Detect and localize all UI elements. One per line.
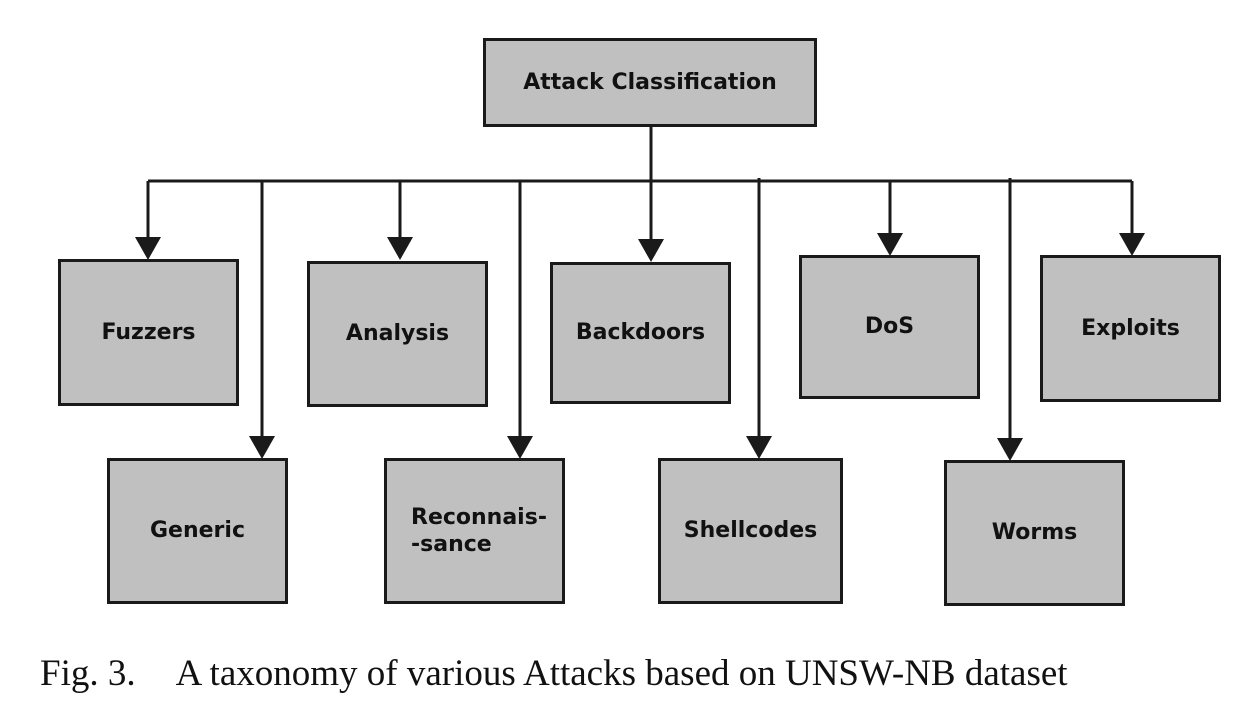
arrowhead-worms: [997, 438, 1023, 461]
node-analysis: Analysis: [307, 261, 488, 407]
arrowhead-dos: [877, 233, 903, 256]
figure-caption: Fig. 3. A taxonomy of various Attacks bas…: [40, 652, 1220, 695]
node-label: Analysis: [345, 321, 450, 347]
node-label: Exploits: [1081, 315, 1180, 341]
node-shellcodes: Shellcodes: [658, 458, 843, 604]
node-label: Attack Classification: [523, 69, 777, 95]
node-label: Generic: [150, 518, 245, 544]
node-worms: Worms: [944, 460, 1125, 606]
node-label: Shellcodes: [683, 518, 818, 544]
arrowhead-reconnaissance: [507, 436, 533, 459]
arrowhead-analysis: [387, 237, 413, 260]
figure-number: Fig. 3.: [40, 653, 136, 694]
node-label: DoS: [864, 314, 915, 340]
node-attack-classification: Attack Classification: [483, 38, 817, 127]
arrowhead-exploits: [1119, 233, 1145, 256]
node-label-line1: Reconnais-: [411, 504, 547, 530]
node-backdoors: Backdoors: [550, 262, 731, 404]
node-dos: DoS: [799, 255, 980, 399]
caption-text: A taxonomy of various Attacks based on U…: [175, 653, 1068, 694]
node-label: Fuzzers: [101, 319, 196, 345]
arrowhead-generic: [249, 436, 275, 459]
node-label: Backdoors: [575, 320, 706, 346]
node-fuzzers: Fuzzers: [58, 259, 239, 406]
node-reconnaissance: Reconnais- -sance: [384, 458, 565, 604]
arrowhead-fuzzers: [135, 237, 161, 260]
node-generic: Generic: [107, 458, 288, 604]
arrowhead-shellcodes: [746, 436, 772, 459]
node-label: Worms: [991, 520, 1078, 546]
node-exploits: Exploits: [1040, 255, 1221, 402]
arrowhead-backdoors: [638, 239, 664, 262]
node-label-line2: -sance: [411, 532, 492, 557]
